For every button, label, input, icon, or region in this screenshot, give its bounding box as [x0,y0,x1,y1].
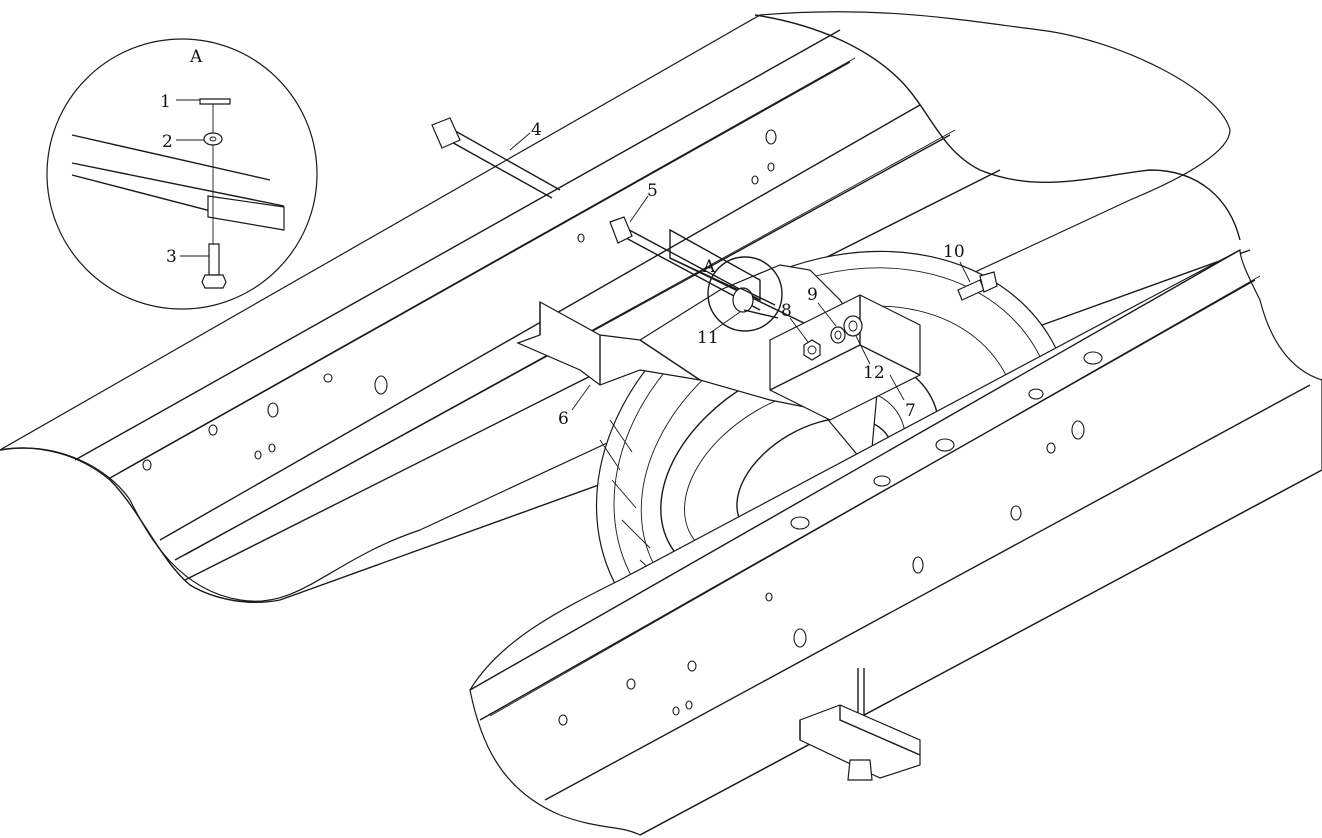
callout-5: 5 [647,181,658,201]
label-1: 1 [160,92,171,112]
washer-12 [843,315,863,337]
pin-1 [199,98,231,105]
bracket-assembly [516,216,921,472]
callout-4: 4 [531,120,542,140]
callout-10: 10 [943,242,965,262]
callout-8: 8 [781,301,792,321]
leader-lines [509,132,971,411]
callout-7: 7 [905,401,916,421]
callout-11: 11 [697,328,719,348]
chain-hanger [799,668,921,781]
detail-title: A [189,47,203,67]
callout-6: 6 [558,409,569,429]
detail-view-a: A 1 2 3 [46,38,318,310]
washer-2 [203,132,223,146]
bolt-3 [208,243,220,276]
washer-9 [830,326,846,344]
label-2: 2 [162,132,173,152]
upper-frame-rail [0,11,1251,603]
callout-labels: 4 5 A 10 8 9 11 12 6 7 [531,120,965,429]
callout-A: A [702,257,716,277]
callout-12: 12 [863,363,885,383]
callout-9: 9 [807,285,818,305]
lower-frame-rail [469,249,1322,836]
nut-8 [803,339,821,361]
shaft-4 [431,117,561,199]
fasteners [803,271,998,361]
label-3: 3 [166,247,177,267]
